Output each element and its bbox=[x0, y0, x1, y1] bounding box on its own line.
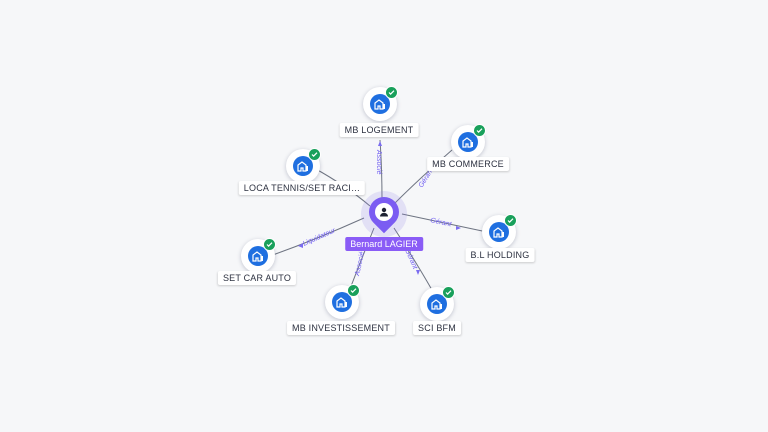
verified-check-icon bbox=[385, 86, 398, 99]
building-icon bbox=[370, 94, 390, 114]
node-label-loca-tennis[interactable]: LOCA TENNIS/SET RACI… bbox=[238, 181, 366, 195]
building-icon bbox=[293, 156, 313, 176]
edge-arrows bbox=[298, 141, 461, 275]
edge-label-sci-bfm: Gérant bbox=[403, 248, 419, 271]
node-label-mb-commerce[interactable]: MB COMMERCE bbox=[427, 157, 509, 171]
edge-bl-holding bbox=[401, 213, 488, 233]
verified-check-icon bbox=[308, 148, 321, 161]
node-label-bl-holding[interactable]: B.L HOLDING bbox=[465, 248, 535, 262]
edge-label-bl-holding: Gérant bbox=[430, 217, 453, 229]
verified-check-icon bbox=[263, 238, 276, 251]
node-mb-logement[interactable] bbox=[363, 86, 398, 121]
center-person-label[interactable]: Bernard LAGIER bbox=[345, 237, 423, 251]
node-label-mb-logement[interactable]: MB LOGEMENT bbox=[339, 123, 419, 137]
edge-set-car-auto bbox=[269, 217, 365, 257]
node-sci-bfm[interactable] bbox=[420, 286, 455, 321]
edge-label-mb-investissement: Associé bbox=[354, 251, 366, 278]
arrow-bl-holding bbox=[456, 226, 461, 230]
building-icon bbox=[427, 294, 447, 314]
node-label-mb-investissement[interactable]: MB INVESTISSEMENT bbox=[287, 321, 395, 335]
building-icon bbox=[248, 246, 268, 266]
node-bl-holding[interactable] bbox=[482, 214, 517, 249]
arrow-set-car-auto bbox=[298, 243, 303, 248]
node-loca-tennis[interactable] bbox=[286, 148, 321, 183]
building-icon bbox=[489, 222, 509, 242]
edge-mb-commerce bbox=[393, 149, 453, 205]
node-set-car-auto[interactable] bbox=[241, 238, 276, 273]
arrow-sci-bfm bbox=[416, 270, 420, 275]
person-icon bbox=[375, 203, 393, 221]
arrow-mb-logement bbox=[378, 141, 382, 146]
center-person-node[interactable] bbox=[361, 190, 407, 237]
edge-sci-bfm bbox=[393, 227, 433, 291]
node-mb-commerce[interactable] bbox=[451, 124, 486, 159]
verified-check-icon bbox=[347, 284, 360, 297]
verified-check-icon bbox=[442, 286, 455, 299]
edge-label-mb-logement: Associé bbox=[375, 149, 382, 175]
node-label-set-car-auto[interactable]: SET CAR AUTO bbox=[217, 271, 297, 285]
verified-check-icon bbox=[473, 124, 486, 137]
verified-check-icon bbox=[504, 214, 517, 227]
edge-label-set-car-auto: Liquidateur bbox=[302, 227, 337, 248]
building-icon bbox=[332, 292, 352, 312]
node-mb-investissement[interactable] bbox=[325, 284, 360, 319]
building-icon bbox=[458, 132, 478, 152]
node-label-sci-bfm[interactable]: SCI BFM bbox=[413, 321, 461, 335]
